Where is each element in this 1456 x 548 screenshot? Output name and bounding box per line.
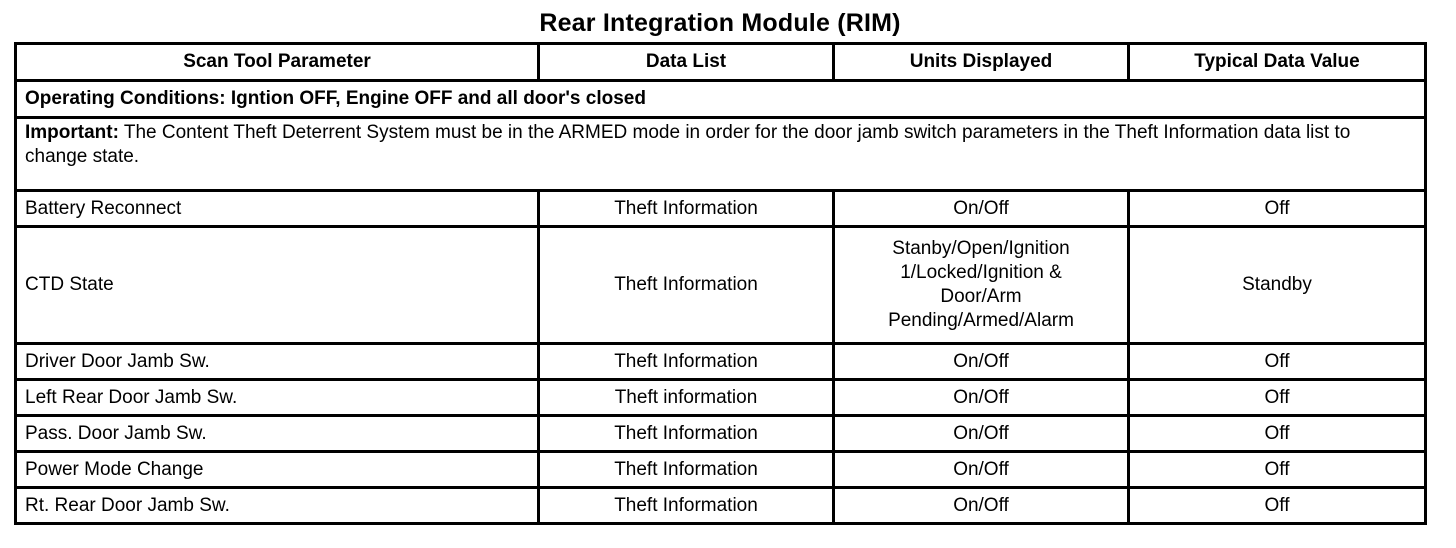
cell-parameter: CTD State: [14, 225, 540, 345]
cell-data-list: Theft information: [537, 378, 835, 417]
table-row: Left Rear Door Jamb Sw. Theft informatio…: [14, 378, 1427, 417]
page-title: Rear Integration Module (RIM): [539, 9, 901, 37]
important-text: The Content Theft Deterrent System must …: [25, 122, 1351, 167]
cell-data-list: Theft Information: [537, 450, 835, 489]
cell-data-list: Theft Information: [537, 486, 835, 525]
operating-conditions-row: Operating Conditions: Igntion OFF, Engin…: [14, 79, 1427, 119]
cell-data-list: Theft Information: [537, 414, 835, 453]
rim-parameter-table: Scan Tool Parameter Data List Units Disp…: [14, 42, 1427, 525]
cell-data-list: Theft Information: [537, 225, 835, 345]
table-row: Driver Door Jamb Sw. Theft Information O…: [14, 342, 1427, 381]
cell-typical: Off: [1127, 189, 1427, 228]
cell-parameter: Rt. Rear Door Jamb Sw.: [14, 486, 540, 525]
table-row: Power Mode Change Theft Information On/O…: [14, 450, 1427, 489]
cell-typical: Off: [1127, 414, 1427, 453]
operating-conditions-text: Operating Conditions: Igntion OFF, Engin…: [14, 79, 1427, 119]
table-row: Battery Reconnect Theft Information On/O…: [14, 189, 1427, 228]
cell-typical: Standby: [1127, 225, 1427, 345]
column-header-units-displayed: Units Displayed: [832, 42, 1130, 82]
cell-data-list: Theft Information: [537, 342, 835, 381]
cell-typical: Off: [1127, 378, 1427, 417]
cell-units: On/Off: [832, 378, 1130, 417]
important-note-cell: Important: The Content Theft Deterrent S…: [14, 116, 1427, 192]
cell-units: On/Off: [832, 450, 1130, 489]
cell-units: On/Off: [832, 342, 1130, 381]
column-header-scan-tool-parameter: Scan Tool Parameter: [14, 42, 540, 82]
cell-units: On/Off: [832, 486, 1130, 525]
table-row: Rt. Rear Door Jamb Sw. Theft Information…: [14, 486, 1427, 525]
important-label: Important:: [25, 122, 119, 143]
table-row: CTD State Theft Information Stanby/Open/…: [14, 225, 1427, 345]
cell-parameter: Driver Door Jamb Sw.: [14, 342, 540, 381]
cell-typical: Off: [1127, 342, 1427, 381]
table-header-row: Scan Tool Parameter Data List Units Disp…: [14, 42, 1427, 82]
cell-typical: Off: [1127, 450, 1427, 489]
column-header-data-list: Data List: [537, 42, 835, 82]
table-row: Pass. Door Jamb Sw. Theft Information On…: [14, 414, 1427, 453]
important-note-row: Important: The Content Theft Deterrent S…: [14, 116, 1427, 192]
cell-parameter: Left Rear Door Jamb Sw.: [14, 378, 540, 417]
cell-typical: Off: [1127, 486, 1427, 525]
cell-units: On/Off: [832, 414, 1130, 453]
cell-units: Stanby/Open/Ignition 1/Locked/Ignition &…: [832, 225, 1130, 345]
cell-units: On/Off: [832, 189, 1130, 228]
column-header-typical-data-value: Typical Data Value: [1127, 42, 1427, 82]
cell-parameter: Pass. Door Jamb Sw.: [14, 414, 540, 453]
cell-parameter: Battery Reconnect: [14, 189, 540, 228]
cell-parameter: Power Mode Change: [14, 450, 540, 489]
cell-data-list: Theft Information: [537, 189, 835, 228]
